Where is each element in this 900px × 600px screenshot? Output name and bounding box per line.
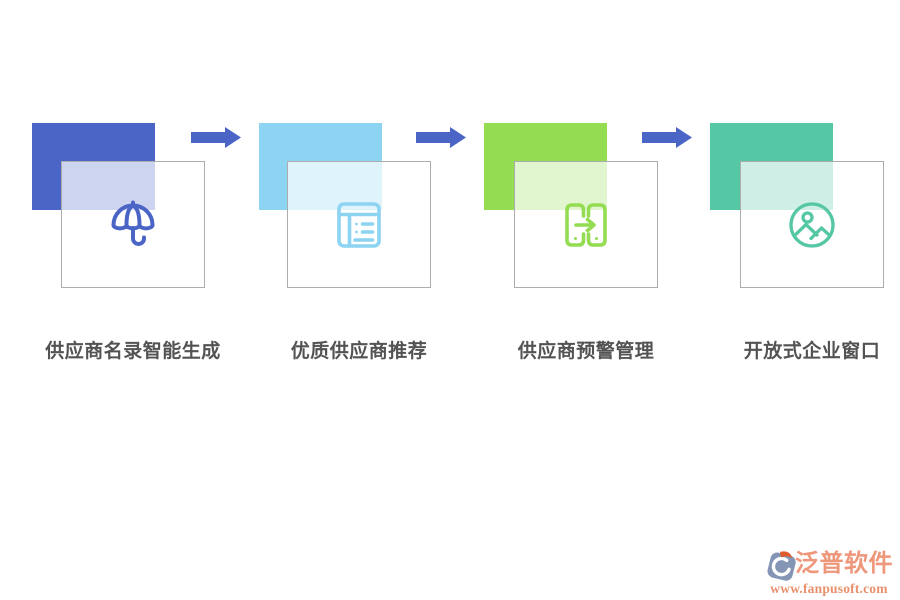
icon-card-4: [740, 161, 884, 288]
watermark-url-text: www.fanpusoft.com: [770, 581, 888, 596]
flow-arrow-3: [642, 127, 692, 148]
feature-label-1: 供应商名录智能生成: [45, 341, 221, 362]
watermark: 泛普软件 www.fanpusoft.com: [762, 549, 896, 597]
feature-block-2: [259, 123, 486, 293]
list-panel-icon: [337, 201, 381, 248]
icon-card-1: [61, 161, 205, 288]
feature-label-2: 优质供应商推荐: [290, 341, 428, 362]
umbrella-icon: [111, 200, 155, 246]
flow-arrow-2: [416, 127, 466, 148]
image-icon: [789, 201, 835, 248]
flow-arrow-1: [191, 127, 241, 148]
feature-block-1: [32, 123, 259, 293]
icon-card-2: [287, 161, 431, 288]
icon-card-3: [514, 161, 658, 288]
watermark-brand-text: 泛普软件: [795, 551, 893, 577]
fanpu-logo-icon: [767, 551, 796, 581]
feature-label-3: 供应商预警管理: [517, 341, 655, 362]
feature-label-4: 开放式企业窗口: [743, 341, 881, 362]
feature-block-4: [710, 123, 900, 293]
transfer-arrow-icon: [565, 202, 607, 247]
feature-block-3: [484, 123, 711, 293]
